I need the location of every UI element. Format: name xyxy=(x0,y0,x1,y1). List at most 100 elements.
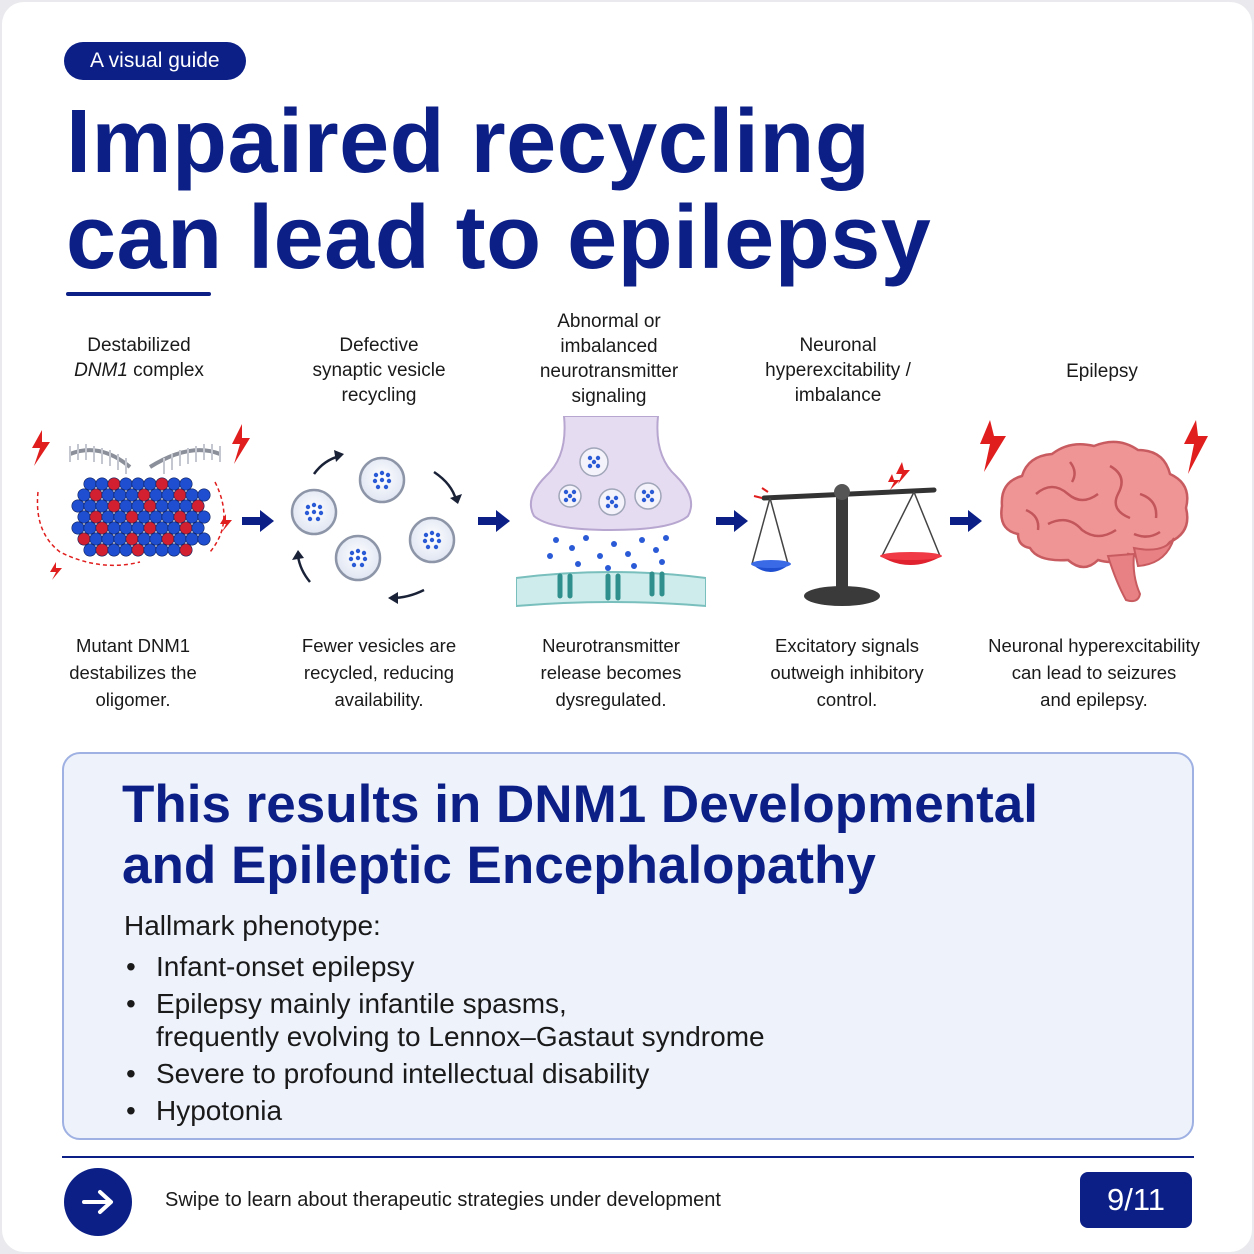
protein-bead xyxy=(83,543,97,557)
neurotransmitter-dot xyxy=(631,563,637,569)
step-2-desc-line-2: recycled, reducing xyxy=(303,662,455,683)
dnm1-complex-icon xyxy=(32,424,250,580)
vesicle-dot xyxy=(379,470,385,476)
vesicle-dot xyxy=(587,455,593,461)
vesicle-dot xyxy=(355,548,361,554)
vesicle-dot xyxy=(318,510,324,516)
protein-bead xyxy=(107,521,121,535)
step-5-desc-line-1: Neuronal hyperexcitability xyxy=(988,635,1200,656)
vesicle-dot xyxy=(609,499,615,505)
step-3-desc-line-2: release becomes xyxy=(540,662,682,683)
neurotransmitter-dot xyxy=(611,541,617,547)
protein-bead xyxy=(71,499,85,513)
page-title: Impaired recycling can lead to epilepsy xyxy=(66,94,931,286)
vesicle-dot xyxy=(362,556,368,562)
protein-bead xyxy=(173,532,187,546)
step-4-title-line-3: imbalance xyxy=(794,385,882,406)
next-slide-button[interactable] xyxy=(64,1168,132,1236)
bullet-4-text: Hypotonia xyxy=(156,1095,283,1126)
protein-bead xyxy=(113,532,127,546)
protein-bead xyxy=(119,521,133,535)
protein-bead xyxy=(155,521,169,535)
vesicle-dot xyxy=(379,477,385,483)
protein-bead xyxy=(137,488,151,502)
protein-bead xyxy=(95,499,109,513)
lightning-icon xyxy=(232,424,250,464)
vesicle-dot xyxy=(307,516,313,522)
protein-bead xyxy=(101,532,115,546)
list-item: •Epilepsy mainly infantile spasms,freque… xyxy=(126,988,765,1052)
protein-bead xyxy=(143,477,157,491)
protein-bead xyxy=(131,521,145,535)
list-item: •Severe to profound intellectual disabil… xyxy=(126,1058,650,1089)
step-1-title-rest: complex xyxy=(127,360,204,381)
protein-bead xyxy=(83,499,97,513)
vesicle-dot xyxy=(375,484,381,490)
step-3-title: Abnormal or imbalanced neurotransmitter … xyxy=(499,309,719,409)
step-3-desc-line-3: dysregulated. xyxy=(555,689,667,710)
protein-bead xyxy=(149,510,163,524)
arrow-right-icon xyxy=(82,1190,113,1214)
result-title: This results in DNM1 Developmental and E… xyxy=(122,774,1038,896)
vesicle-dot xyxy=(595,455,601,461)
neurotransmitter-dot xyxy=(569,545,575,551)
step-3-title-line-4: signaling xyxy=(571,386,647,407)
protein-bead xyxy=(179,521,193,535)
vesicle-dot xyxy=(386,478,392,484)
balance-scale-icon xyxy=(751,462,942,606)
vesicle-dot xyxy=(613,503,619,509)
step-4-title-line-2: hyperexcitability / xyxy=(765,360,911,381)
neurotransmitter-dot xyxy=(605,565,611,571)
vesicle-dot xyxy=(373,472,379,478)
protein-bead xyxy=(101,510,115,524)
protein-bead xyxy=(113,488,127,502)
protein-bead xyxy=(107,543,121,557)
neurotransmitter-dot xyxy=(575,561,581,567)
vesicle-dot xyxy=(383,484,389,490)
neurotransmitter-dot xyxy=(583,535,589,541)
protein-bead xyxy=(95,477,109,491)
protein-bead xyxy=(131,477,145,491)
step-2-desc-line-3: availability. xyxy=(334,689,424,710)
vesicle-dot xyxy=(641,497,647,503)
protein-bead xyxy=(113,510,127,524)
list-item: •Infant-onset epilepsy xyxy=(126,951,415,982)
vesicle-dot xyxy=(422,538,428,544)
vesicle-dot xyxy=(436,538,442,544)
vesicle-dot xyxy=(305,504,311,510)
vesicle-dot xyxy=(645,493,651,499)
neurotransmitter-dot xyxy=(625,551,631,557)
step-2-desc-line-1: Fewer vesicles are xyxy=(301,635,457,656)
step-5-title: Epilepsy xyxy=(992,359,1212,384)
vesicle-dot xyxy=(605,503,611,509)
protein-bead xyxy=(167,521,181,535)
step-2-title-line-2: synaptic vesicle xyxy=(312,360,446,381)
phenotype-list: •Infant-onset epilepsy •Epilepsy mainly … xyxy=(124,950,765,1131)
vesicle-dot xyxy=(372,478,378,484)
protein-bead xyxy=(185,532,199,546)
protein-bead xyxy=(89,510,103,524)
list-item: •Hypotonia xyxy=(126,1095,283,1126)
protein-bead xyxy=(143,543,157,557)
step-1-desc-line-2: destabilizes the xyxy=(69,662,197,683)
step-2-title-line-1: Defective xyxy=(339,335,419,356)
step-2-title: Defective synaptic vesicle recycling xyxy=(269,333,489,408)
protein-bead xyxy=(143,521,157,535)
protein-bead xyxy=(107,499,121,513)
protein-bead xyxy=(77,532,91,546)
vesicle-dot xyxy=(348,556,354,562)
protein-bead xyxy=(191,521,205,535)
flow-arrow-4-icon xyxy=(950,510,982,532)
neurotransmitter-dot xyxy=(663,535,669,541)
protein-bead xyxy=(155,477,169,491)
protein-bead xyxy=(161,510,175,524)
vesicle-dot xyxy=(563,497,569,503)
protein-bead xyxy=(161,488,175,502)
step-4-title-line-1: Neuronal xyxy=(799,335,877,356)
vesicle-dot xyxy=(571,497,577,503)
protein-bead xyxy=(71,521,85,535)
lightning-icon xyxy=(1184,420,1208,474)
title-line-2: can lead to epilepsy xyxy=(66,188,932,288)
protein-bead xyxy=(191,499,205,513)
